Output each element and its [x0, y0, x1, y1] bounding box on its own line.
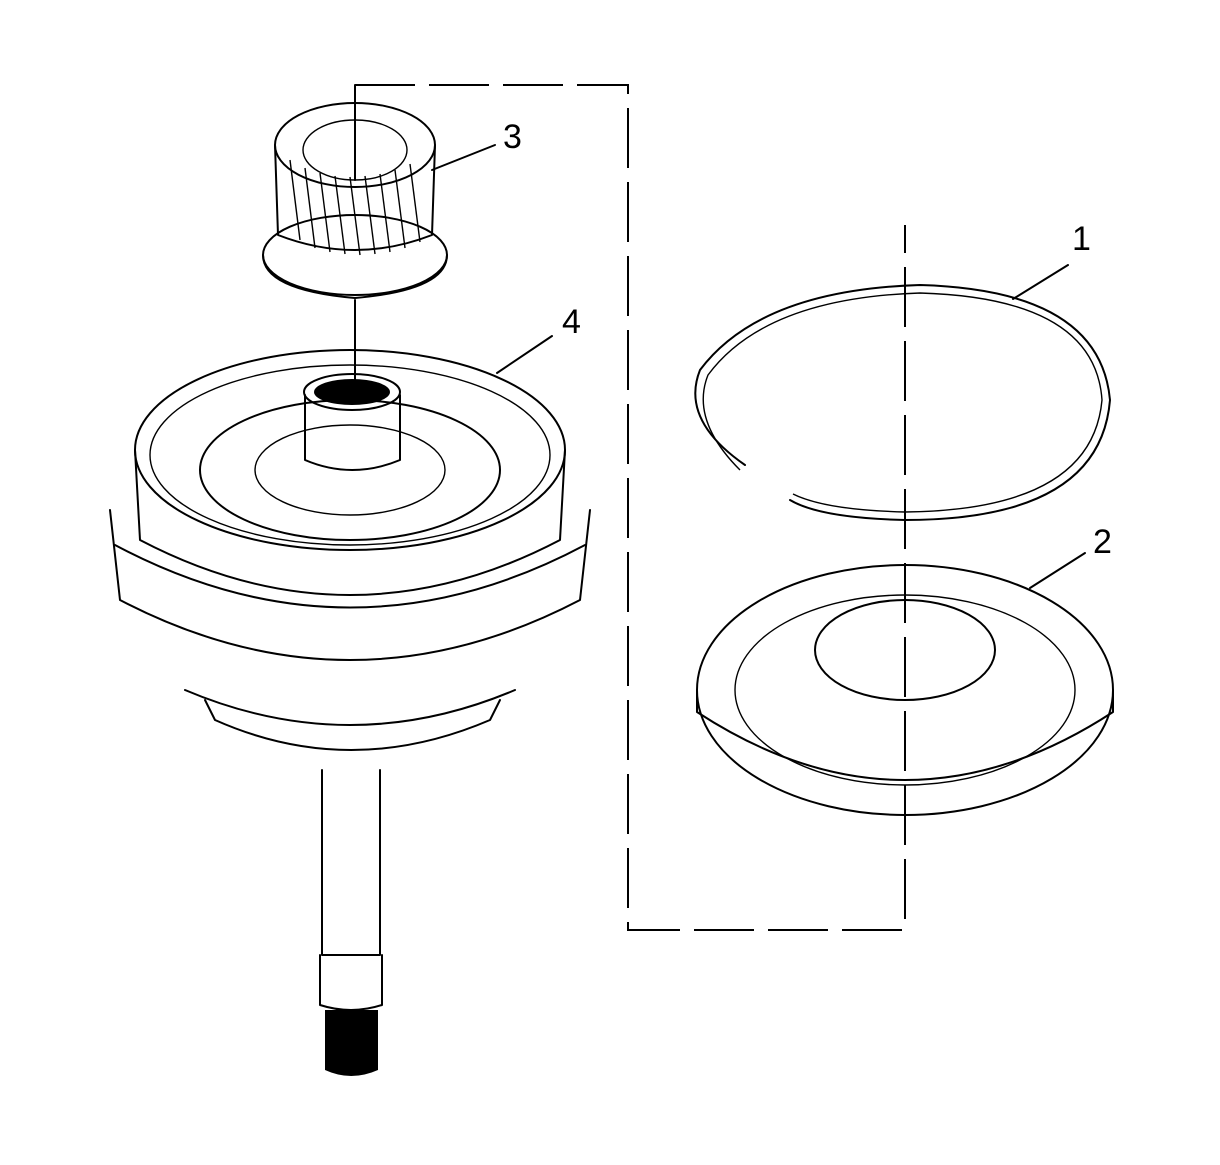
- part-3-helical-gear: [262, 102, 448, 299]
- assembly-guide-lines: [354, 84, 906, 931]
- callout-1: 1: [1072, 220, 1091, 258]
- callout-4: 4: [562, 303, 581, 341]
- leader-lines: [431, 144, 1086, 589]
- part-2-clutch-plate: [696, 564, 1114, 816]
- callout-2: 2: [1093, 523, 1112, 561]
- callout-3: 3: [503, 118, 522, 156]
- part-1-snap-ring: [694, 284, 1111, 521]
- part-4-shaft: [319, 769, 383, 1076]
- part-4-housing: [109, 349, 591, 751]
